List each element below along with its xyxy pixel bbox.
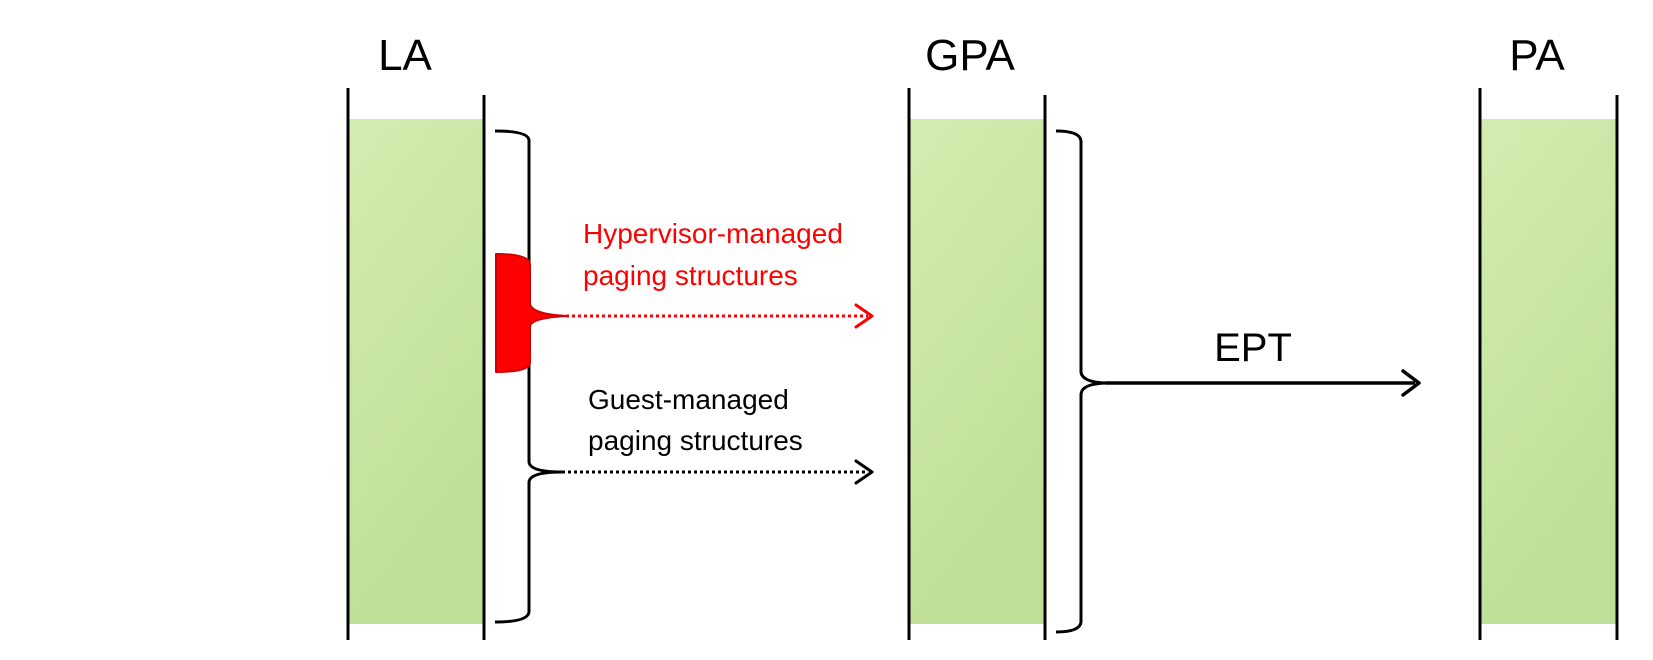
ept-arrow-head — [1401, 369, 1421, 397]
ept-label: EPT — [1214, 326, 1292, 370]
hypervisor-label-line2: paging structures — [583, 260, 798, 291]
gpa-title: GPA — [925, 31, 1015, 80]
guest-mapping: Guest-managed paging structures — [562, 384, 874, 485]
guest-label-line1: Guest-managed — [588, 384, 789, 415]
gpa-column: GPA — [907, 31, 1047, 640]
hypervisor-region-brace — [495, 253, 567, 373]
la-column: LA — [346, 31, 486, 640]
pa-title: PA — [1509, 31, 1565, 80]
hypervisor-mapping: Hypervisor-managed paging structures — [566, 218, 874, 329]
la-title: LA — [378, 31, 432, 80]
gpa-address-space — [909, 119, 1045, 624]
hypervisor-label-line1: Hypervisor-managed — [583, 218, 843, 249]
pa-address-space — [1480, 119, 1617, 624]
ept-mapping: EPT — [1105, 326, 1421, 397]
hypervisor-arrow-head — [854, 303, 874, 329]
la-address-space — [348, 119, 484, 624]
guest-label-line2: paging structures — [588, 425, 803, 456]
gpa-brace — [1055, 129, 1107, 634]
guest-arrow-head — [854, 459, 874, 485]
pa-column: PA — [1478, 31, 1619, 640]
la-brace — [494, 129, 564, 624]
